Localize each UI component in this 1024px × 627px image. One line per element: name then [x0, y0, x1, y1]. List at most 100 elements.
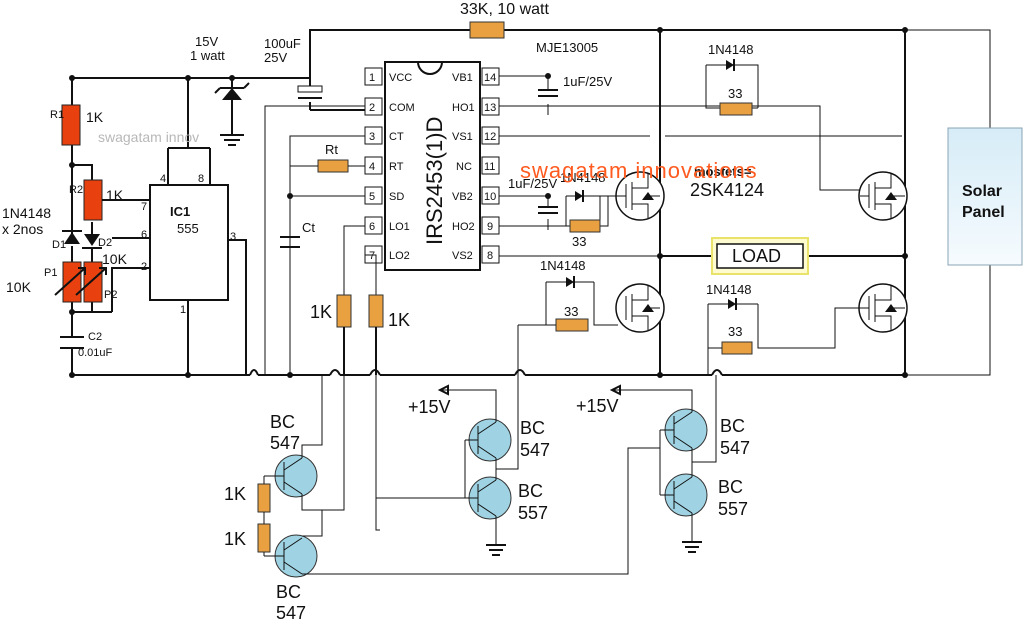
- ic2-pin-name: VCC: [389, 72, 412, 84]
- r-lo2-label: 1K: [388, 310, 410, 330]
- ic2-pin-name: HO1: [452, 102, 475, 114]
- resistor-lo1: [336, 294, 352, 328]
- ic2-pin-num: 5: [369, 191, 375, 203]
- r-1k-b-label: 1K: [224, 529, 246, 549]
- plus15-b: +15V: [576, 396, 619, 416]
- load-label: LOAD: [732, 246, 781, 266]
- bc557-b-line1: BC: [718, 477, 743, 497]
- r2-label: R2: [69, 184, 83, 196]
- ic2-pin-num: 3: [369, 131, 375, 143]
- diode-qty: x 2nos: [2, 221, 43, 237]
- solar-label-2: Panel: [962, 204, 1005, 221]
- bc557-right: [660, 473, 708, 517]
- resistor-33k: [469, 21, 505, 39]
- r33-lo2-label: 33: [564, 304, 578, 319]
- ic1-label: IC1: [170, 204, 190, 219]
- ic2-pin-num: 7: [369, 250, 375, 262]
- cap-vb2-label: 1uF/25V: [508, 176, 557, 191]
- mosfets-label: mosfets=: [694, 164, 752, 179]
- ic1-part: 555: [177, 221, 199, 236]
- r-lo1-label: 1K: [310, 302, 332, 322]
- mosfet-q2: [615, 283, 665, 333]
- bc547-c-line1: BC: [720, 416, 745, 436]
- ic2-pin-name: VB1: [452, 72, 473, 84]
- r33-ho2-label: 33: [572, 234, 586, 249]
- bc547-b-line2: 547: [520, 440, 550, 460]
- resistor-33-ho2: [569, 219, 601, 233]
- r33-top-label: 33: [728, 86, 742, 101]
- ic2-pin-num: 1: [369, 72, 375, 84]
- resistor-33-lo2: [555, 318, 589, 332]
- diode-part: 1N4148: [2, 205, 51, 221]
- ic2-pin-name: CT: [389, 131, 404, 143]
- c2-value: 0.01uF: [78, 347, 113, 359]
- p1-value: 10K: [6, 279, 32, 295]
- p1-label: P1: [44, 267, 57, 279]
- ic2-pin-name: VS2: [452, 250, 473, 262]
- resistor-1k-a: [257, 483, 271, 513]
- bc547-d-line2: 547: [276, 603, 306, 623]
- ic1-pin4: 4: [160, 173, 166, 185]
- bc547-a-line2: 547: [270, 433, 300, 453]
- bc547-c-line2: 547: [720, 438, 750, 458]
- ic2-pin-name: LO1: [389, 221, 410, 233]
- cap-100uf-value: 100uF: [264, 36, 301, 51]
- ic2-pin-num: 8: [487, 250, 493, 262]
- r-1k-a-label: 1K: [224, 484, 246, 504]
- solar-panel: [947, 127, 1023, 266]
- capacitor-100uf: [297, 78, 365, 111]
- ic1-pin3: 3: [230, 231, 236, 243]
- p2-value: 10K: [102, 251, 128, 267]
- load: [716, 243, 804, 269]
- d1-label: D1: [52, 239, 66, 251]
- d2-label: D2: [98, 237, 112, 249]
- ic2-pin-num: 11: [484, 161, 495, 173]
- junction-dots: [69, 27, 908, 378]
- mosfet-q3: [858, 171, 908, 221]
- resistor-r2: [83, 179, 103, 221]
- watermark-small: swagatam innov: [98, 129, 199, 145]
- resistor-33k-label: 33K, 10 watt: [460, 1, 550, 18]
- ic2-pin-num: 14: [484, 72, 496, 84]
- resistor-r1: [61, 104, 81, 146]
- bc547-right: [660, 408, 708, 452]
- ic2-part: IRS2453(1)D: [422, 117, 447, 245]
- r1-label: R1: [50, 109, 64, 121]
- bc557-a-line2: 557: [518, 503, 548, 523]
- ct-label: Ct: [302, 220, 315, 235]
- ic2-pin-name: NC: [456, 161, 472, 173]
- zener-voltage: 15V: [195, 34, 218, 49]
- d-top-label: 1N4148: [708, 42, 754, 57]
- ic2-pin-num: 13: [484, 102, 496, 114]
- ic2-right-pins: [481, 67, 500, 264]
- ic2-pin-num: 2: [369, 102, 375, 114]
- ic2-pin-name: VS1: [452, 131, 473, 143]
- ic2-pin-num: 6: [369, 221, 375, 233]
- ground-rail: [72, 369, 905, 376]
- d-lo2-label: 1N4148: [540, 258, 586, 273]
- pot-p1: [62, 261, 82, 303]
- solar-label-1: Solar: [962, 183, 1002, 200]
- resistor-1k-b: [257, 523, 271, 553]
- mje-label: MJE13005: [536, 40, 598, 55]
- plus15-a: +15V: [408, 397, 451, 417]
- mosfet-q4: [834, 283, 908, 336]
- d-ho2-label: 1N4148: [560, 170, 606, 185]
- ic2-pin-num: 9: [487, 221, 493, 233]
- bc547-d-line1: BC: [276, 582, 301, 602]
- pot-p2: [83, 261, 103, 303]
- resistor-rt: [317, 159, 349, 173]
- ic2-pin-name: VB2: [452, 191, 473, 203]
- cap-vb1-label: 1uF/25V: [563, 74, 612, 89]
- ic1-pin8: 8: [198, 173, 204, 185]
- zener-diode: [214, 78, 250, 146]
- ic2-pin-num: 12: [484, 131, 496, 143]
- ic1-pin2: 2: [141, 261, 147, 273]
- ic1-pin6: 6: [141, 229, 147, 241]
- ic2-pin-name: SD: [389, 191, 404, 203]
- d-right-low-label: 1N4148: [706, 282, 752, 297]
- bc547-a-line1: BC: [270, 412, 295, 432]
- r1-value: 1K: [86, 109, 104, 125]
- ic2-pin-name: COM: [389, 102, 415, 114]
